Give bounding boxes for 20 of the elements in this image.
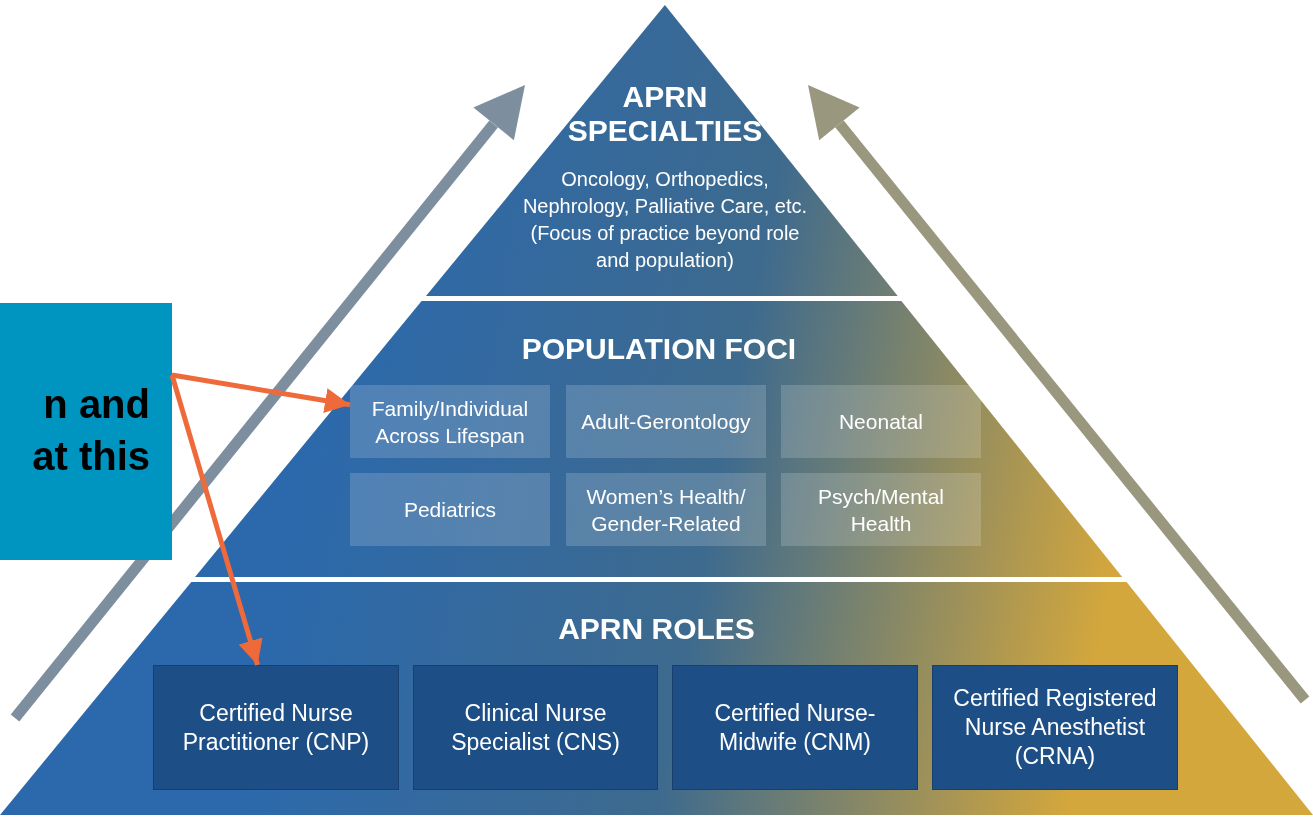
population-box: Adult-Gerontology xyxy=(566,385,766,458)
population-box: Psych/Mental Health xyxy=(781,473,981,546)
role-box: Certified Nurse-Midwife (CNM) xyxy=(672,665,918,790)
population-box: Women’s Health/ Gender-Related xyxy=(566,473,766,546)
callout-box: n and at this xyxy=(0,303,172,560)
tier-heading: APRN ROLES xyxy=(557,612,756,646)
tier-description: Oncology, Orthopedics, Nephrology, Palliative Care, etc. (Focus of practice beyond role and population) xyxy=(521,167,809,273)
role-box: Certified Registered Nurse Anesthetist (CRNA) xyxy=(932,665,1178,790)
role-box: Clinical Nurse Specialist (CNS) xyxy=(413,665,658,790)
arrow xyxy=(171,372,351,413)
population-box: Pediatrics xyxy=(350,473,550,546)
pyramid-tier xyxy=(195,301,1123,577)
tier-heading: APRN SPECIALTIES xyxy=(566,80,764,148)
pyramid-tier xyxy=(426,5,898,296)
population-box: Family/Individual Across Lifespan xyxy=(350,385,550,458)
pyramid-tier xyxy=(0,582,1313,815)
population-box: Neonatal xyxy=(781,385,981,458)
arrow xyxy=(169,374,263,666)
role-box: Certified Nurse Practitioner (CNP) xyxy=(153,665,399,790)
tier-heading: POPULATION FOCI xyxy=(520,332,798,366)
